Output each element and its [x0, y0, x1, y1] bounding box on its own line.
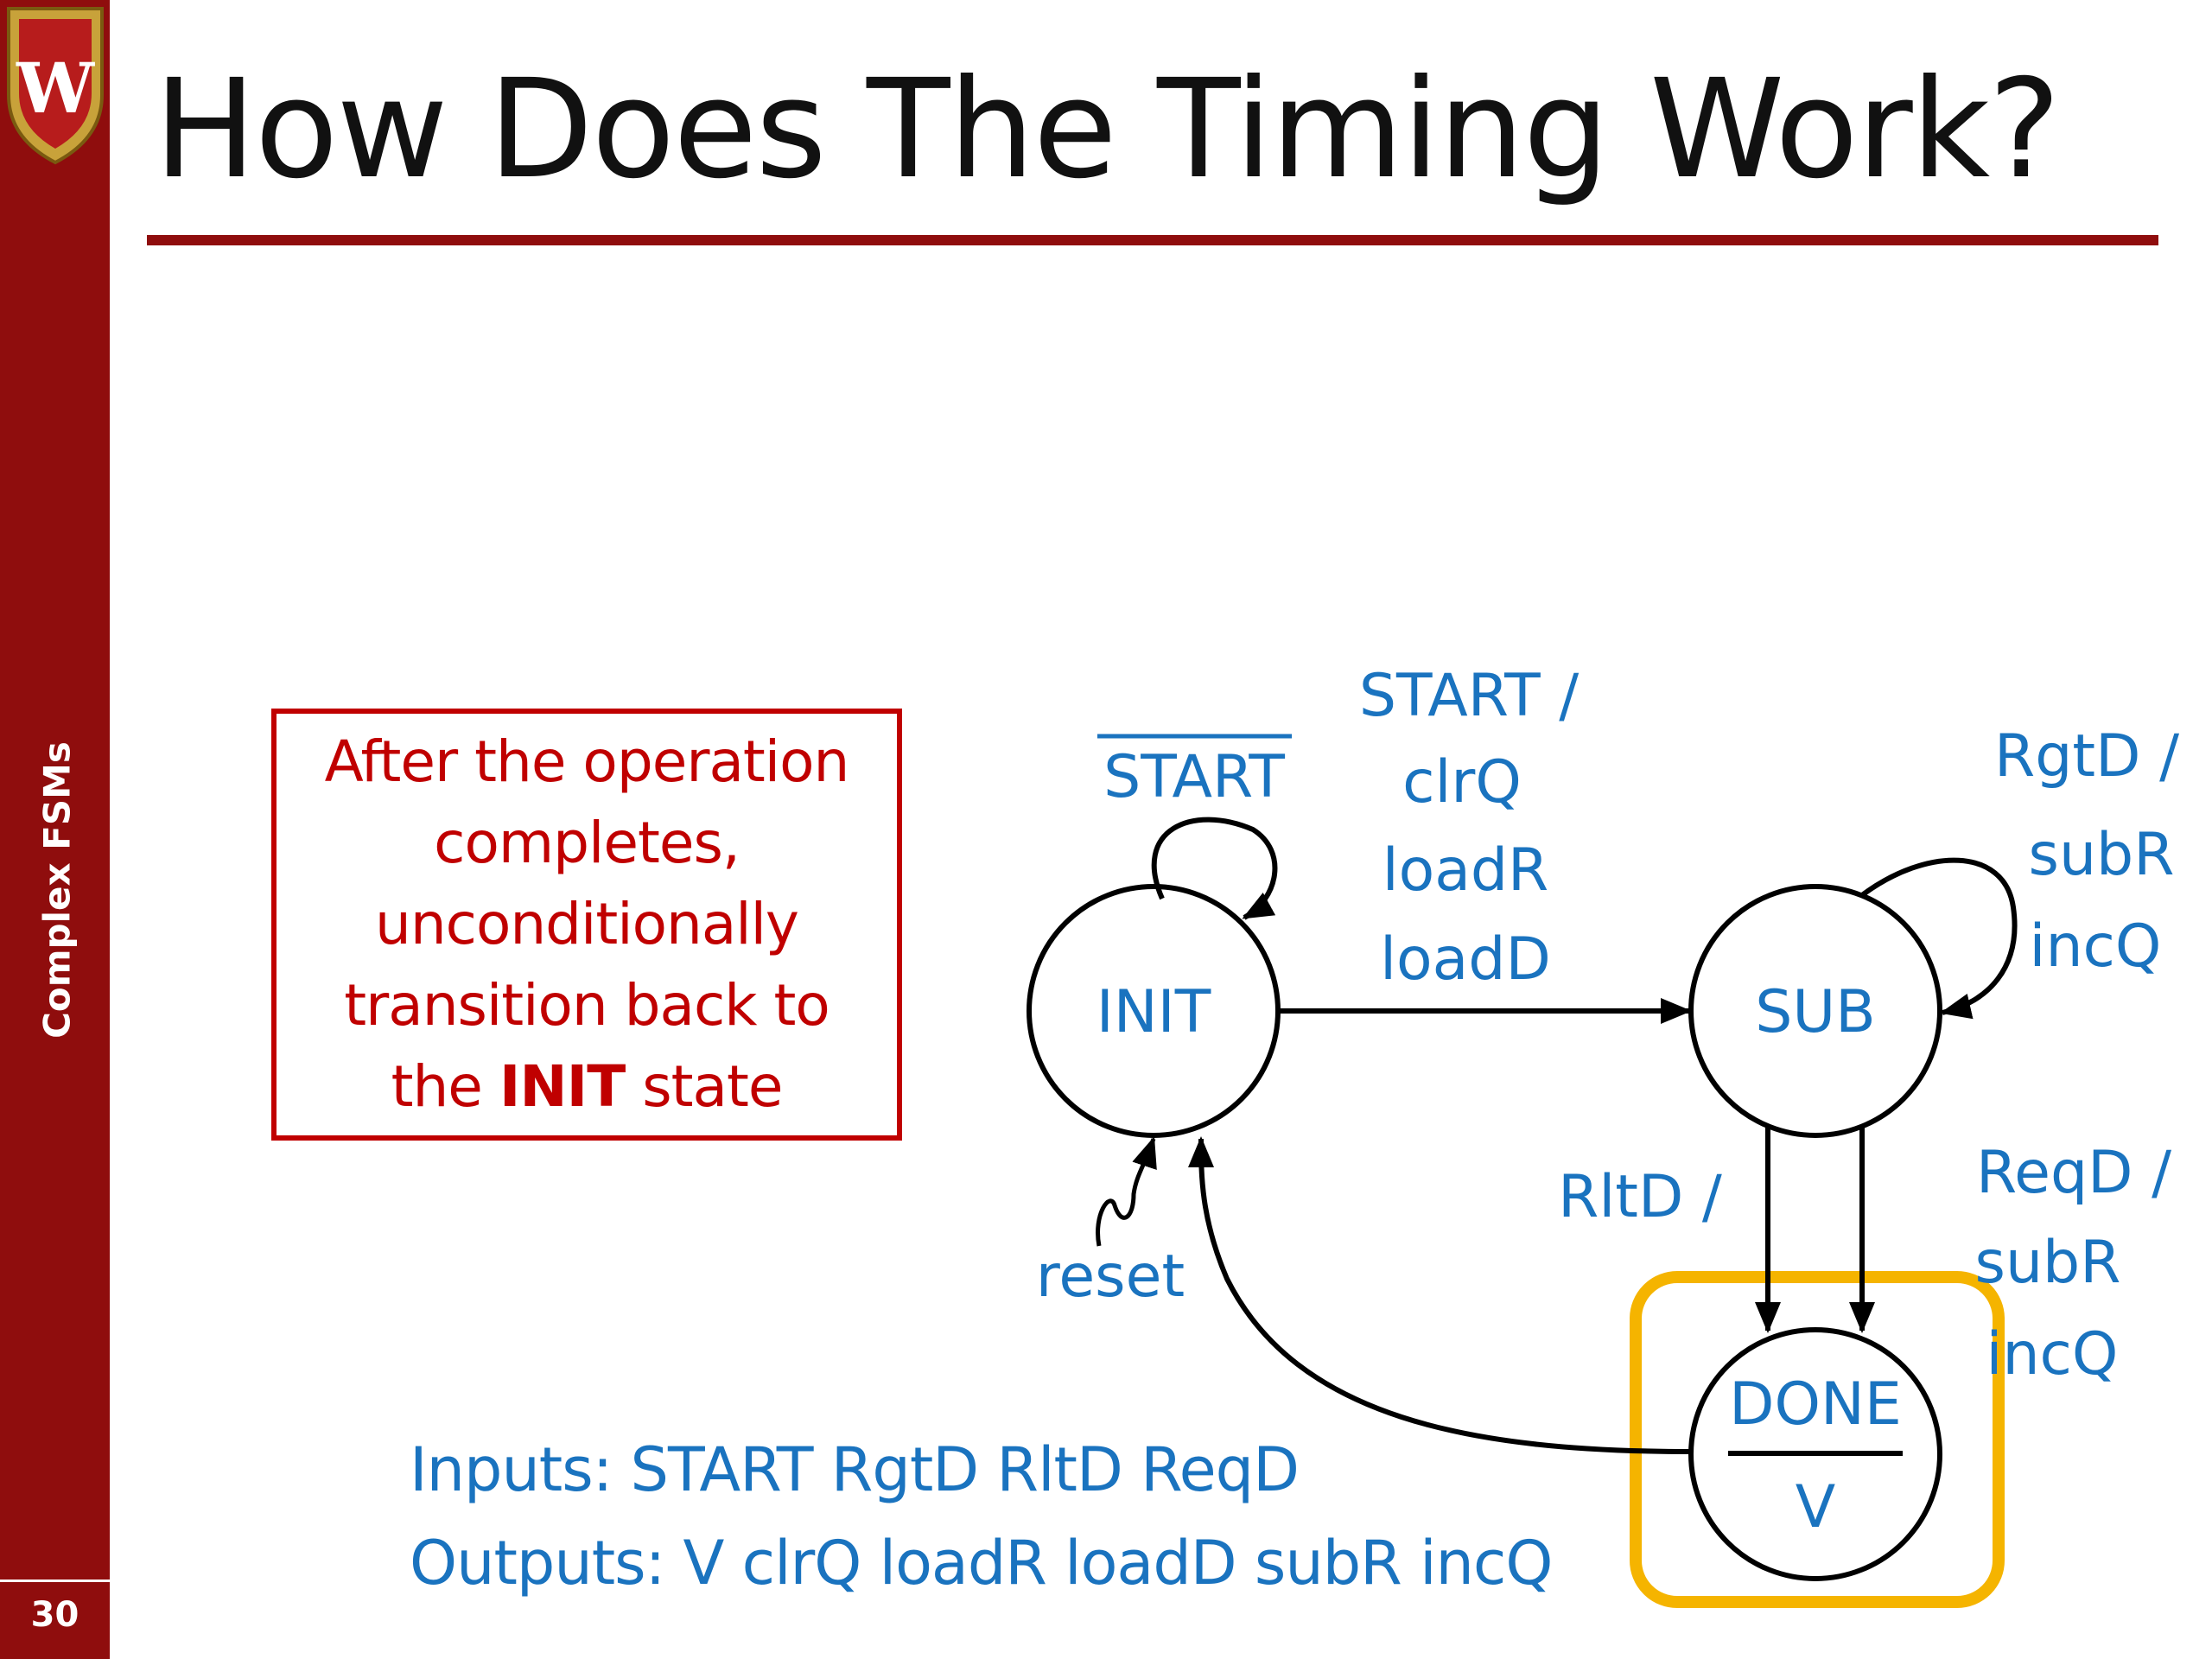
init-to-sub-label: loadD	[1380, 925, 1551, 994]
init-emphasis: INIT	[499, 1053, 626, 1120]
state-done-output: V	[1796, 1473, 1836, 1541]
done-highlight	[1630, 1271, 2005, 1608]
init-to-sub-label: loadR	[1382, 836, 1549, 905]
sub-to-done-right-label: subR	[1975, 1229, 2121, 1297]
init-self-condition: START	[1103, 743, 1285, 811]
sub-to-done-left-label: RltD /	[1558, 1163, 1722, 1231]
init-self-loop	[1151, 817, 1278, 920]
reset-arrow	[1096, 1136, 1157, 1247]
sidebar	[0, 0, 110, 1659]
init-to-sub-label: START /	[1359, 662, 1579, 730]
outputs-line: Outputs: V clrQ loadR loadD subR incQ	[410, 1528, 1553, 1599]
sub-to-done-right-label: incQ	[1986, 1320, 2119, 1389]
callout-line: unconditionally	[375, 891, 799, 957]
title-rule	[147, 235, 2158, 245]
callout-box: After the operation completes, unconditi…	[271, 709, 902, 1141]
callout-line: After the operation	[324, 728, 850, 795]
init-to-sub-label: clrQ	[1402, 748, 1522, 817]
sub-to-done-right-label: ReqD /	[1976, 1139, 2171, 1207]
state-done-label: DONE	[1729, 1370, 1902, 1439]
callout-line: the INIT state	[391, 1053, 784, 1120]
reset-label: reset	[1036, 1243, 1185, 1311]
sub-self-label: incQ	[2030, 912, 2162, 981]
state-init-label: INIT	[1096, 978, 1211, 1046]
slide-number: 30	[30, 1595, 79, 1635]
inputs-line: Inputs: START RgtD RltD ReqD	[410, 1434, 1300, 1505]
sub-self-label: RgtD /	[1994, 722, 2179, 791]
callout-text: After the operation completes, unconditi…	[324, 721, 850, 1128]
sub-self-label: subR	[2029, 821, 2175, 889]
page-title: How Does The Timing Work?	[154, 50, 2061, 209]
done-to-init-arrow	[1188, 1136, 1692, 1454]
university-crest-logo: W	[7, 7, 104, 165]
state-sub-label: SUB	[1755, 978, 1876, 1046]
crest-letter: W	[16, 48, 95, 129]
callout-line: completes,	[434, 810, 741, 876]
sub-self-loop	[1860, 857, 2018, 1020]
callout-line: transition back to	[344, 972, 830, 1039]
sidebar-divider	[0, 1580, 110, 1582]
